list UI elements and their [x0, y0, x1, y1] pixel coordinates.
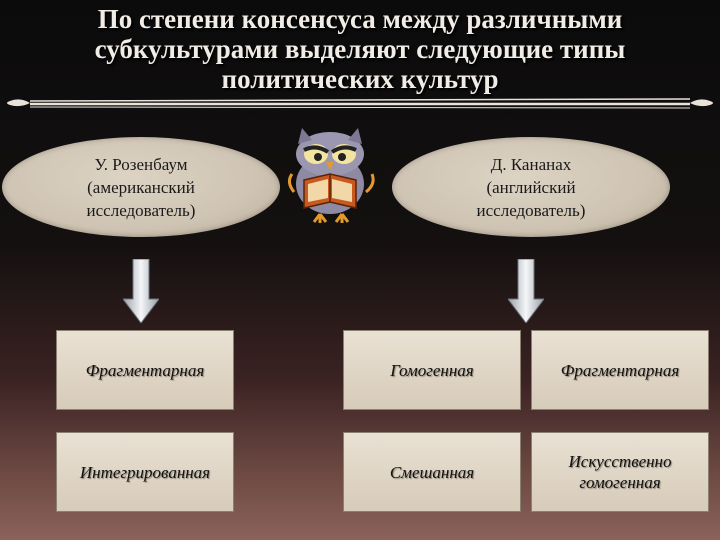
page-title: По степени консенсуса между различными с… [20, 4, 700, 94]
author-oval-right: Д. Кананах (английский исследователь) [392, 137, 670, 237]
type-box-r1-c3: Фрагментарная [531, 330, 709, 410]
down-arrow-icon-right [508, 259, 544, 323]
author-left-text: У. Розенбаум (американский исследователь… [86, 154, 196, 220]
type-box-r2-c2: Смешанная [343, 432, 521, 512]
type-box-r2-c3: Искусственно гомогенная [531, 432, 709, 512]
type-label: Искусственно гомогенная [568, 452, 672, 492]
owl-reading-book-icon [287, 128, 375, 223]
author-right-text: Д. Кананах (английский исследователь) [476, 154, 586, 220]
title-line-2: субкультурами выделяют следующие типы [94, 34, 626, 64]
type-box-r1-c2: Гомогенная [343, 330, 521, 410]
title-line-3: политических культур [221, 64, 499, 94]
type-label: Интегрированная [79, 462, 211, 482]
type-box-r2-c1: Интегрированная [56, 432, 234, 512]
author-oval-left: У. Розенбаум (американский исследователь… [2, 137, 280, 237]
ornamental-divider [7, 98, 713, 109]
type-label: Фрагментарная [85, 360, 205, 380]
type-box-r1-c1: Фрагментарная [56, 330, 234, 410]
type-label: Смешанная [389, 462, 475, 482]
title-line-1: По степени консенсуса между различными [97, 4, 623, 34]
type-label: Гомогенная [390, 360, 474, 380]
down-arrow-icon-left [123, 259, 159, 323]
type-label: Фрагментарная [560, 360, 680, 380]
